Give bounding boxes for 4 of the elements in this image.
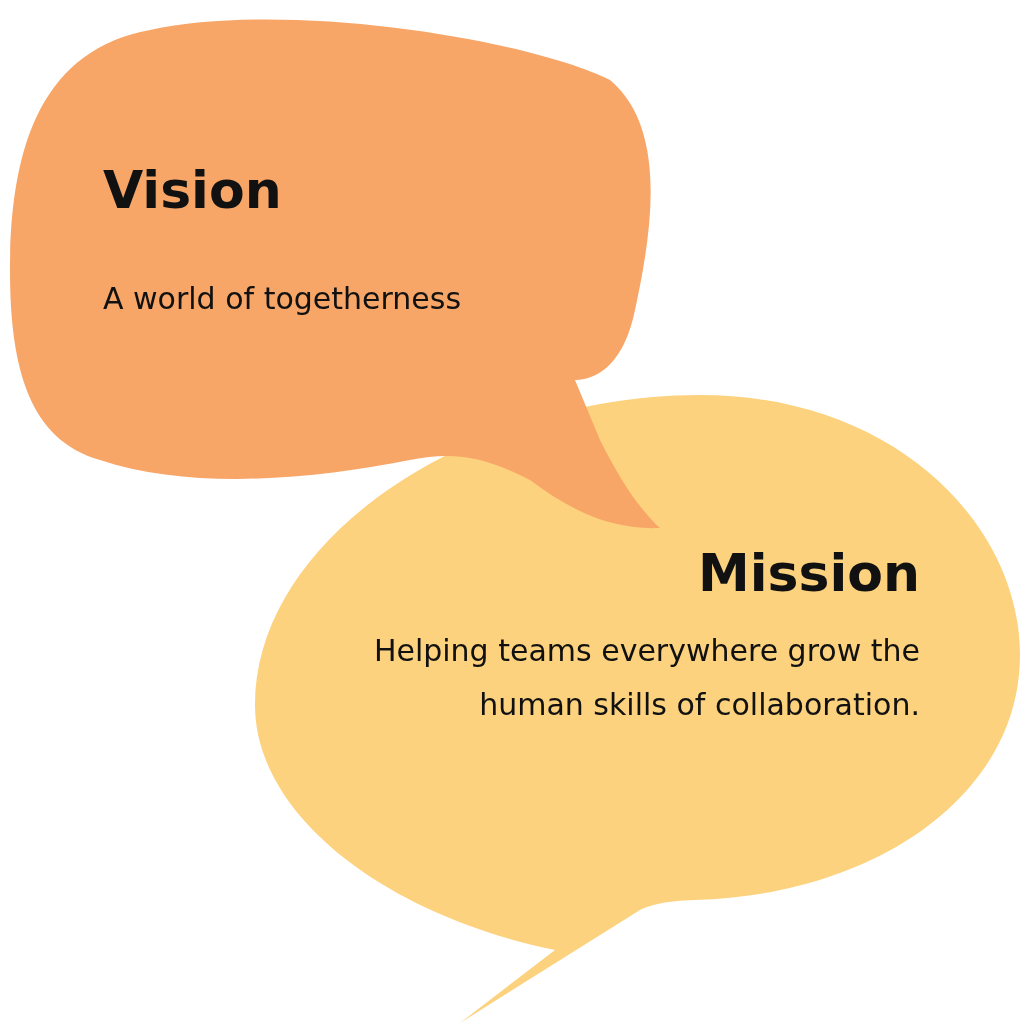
bubble-text: A world of togetherness [103, 280, 462, 318]
bubble-heading: Mission [697, 543, 920, 603]
bubble-text: Helping teams everywhere grow the human skills of collaboration. [372, 632, 920, 724]
bubble-heading: Vision [103, 160, 282, 220]
